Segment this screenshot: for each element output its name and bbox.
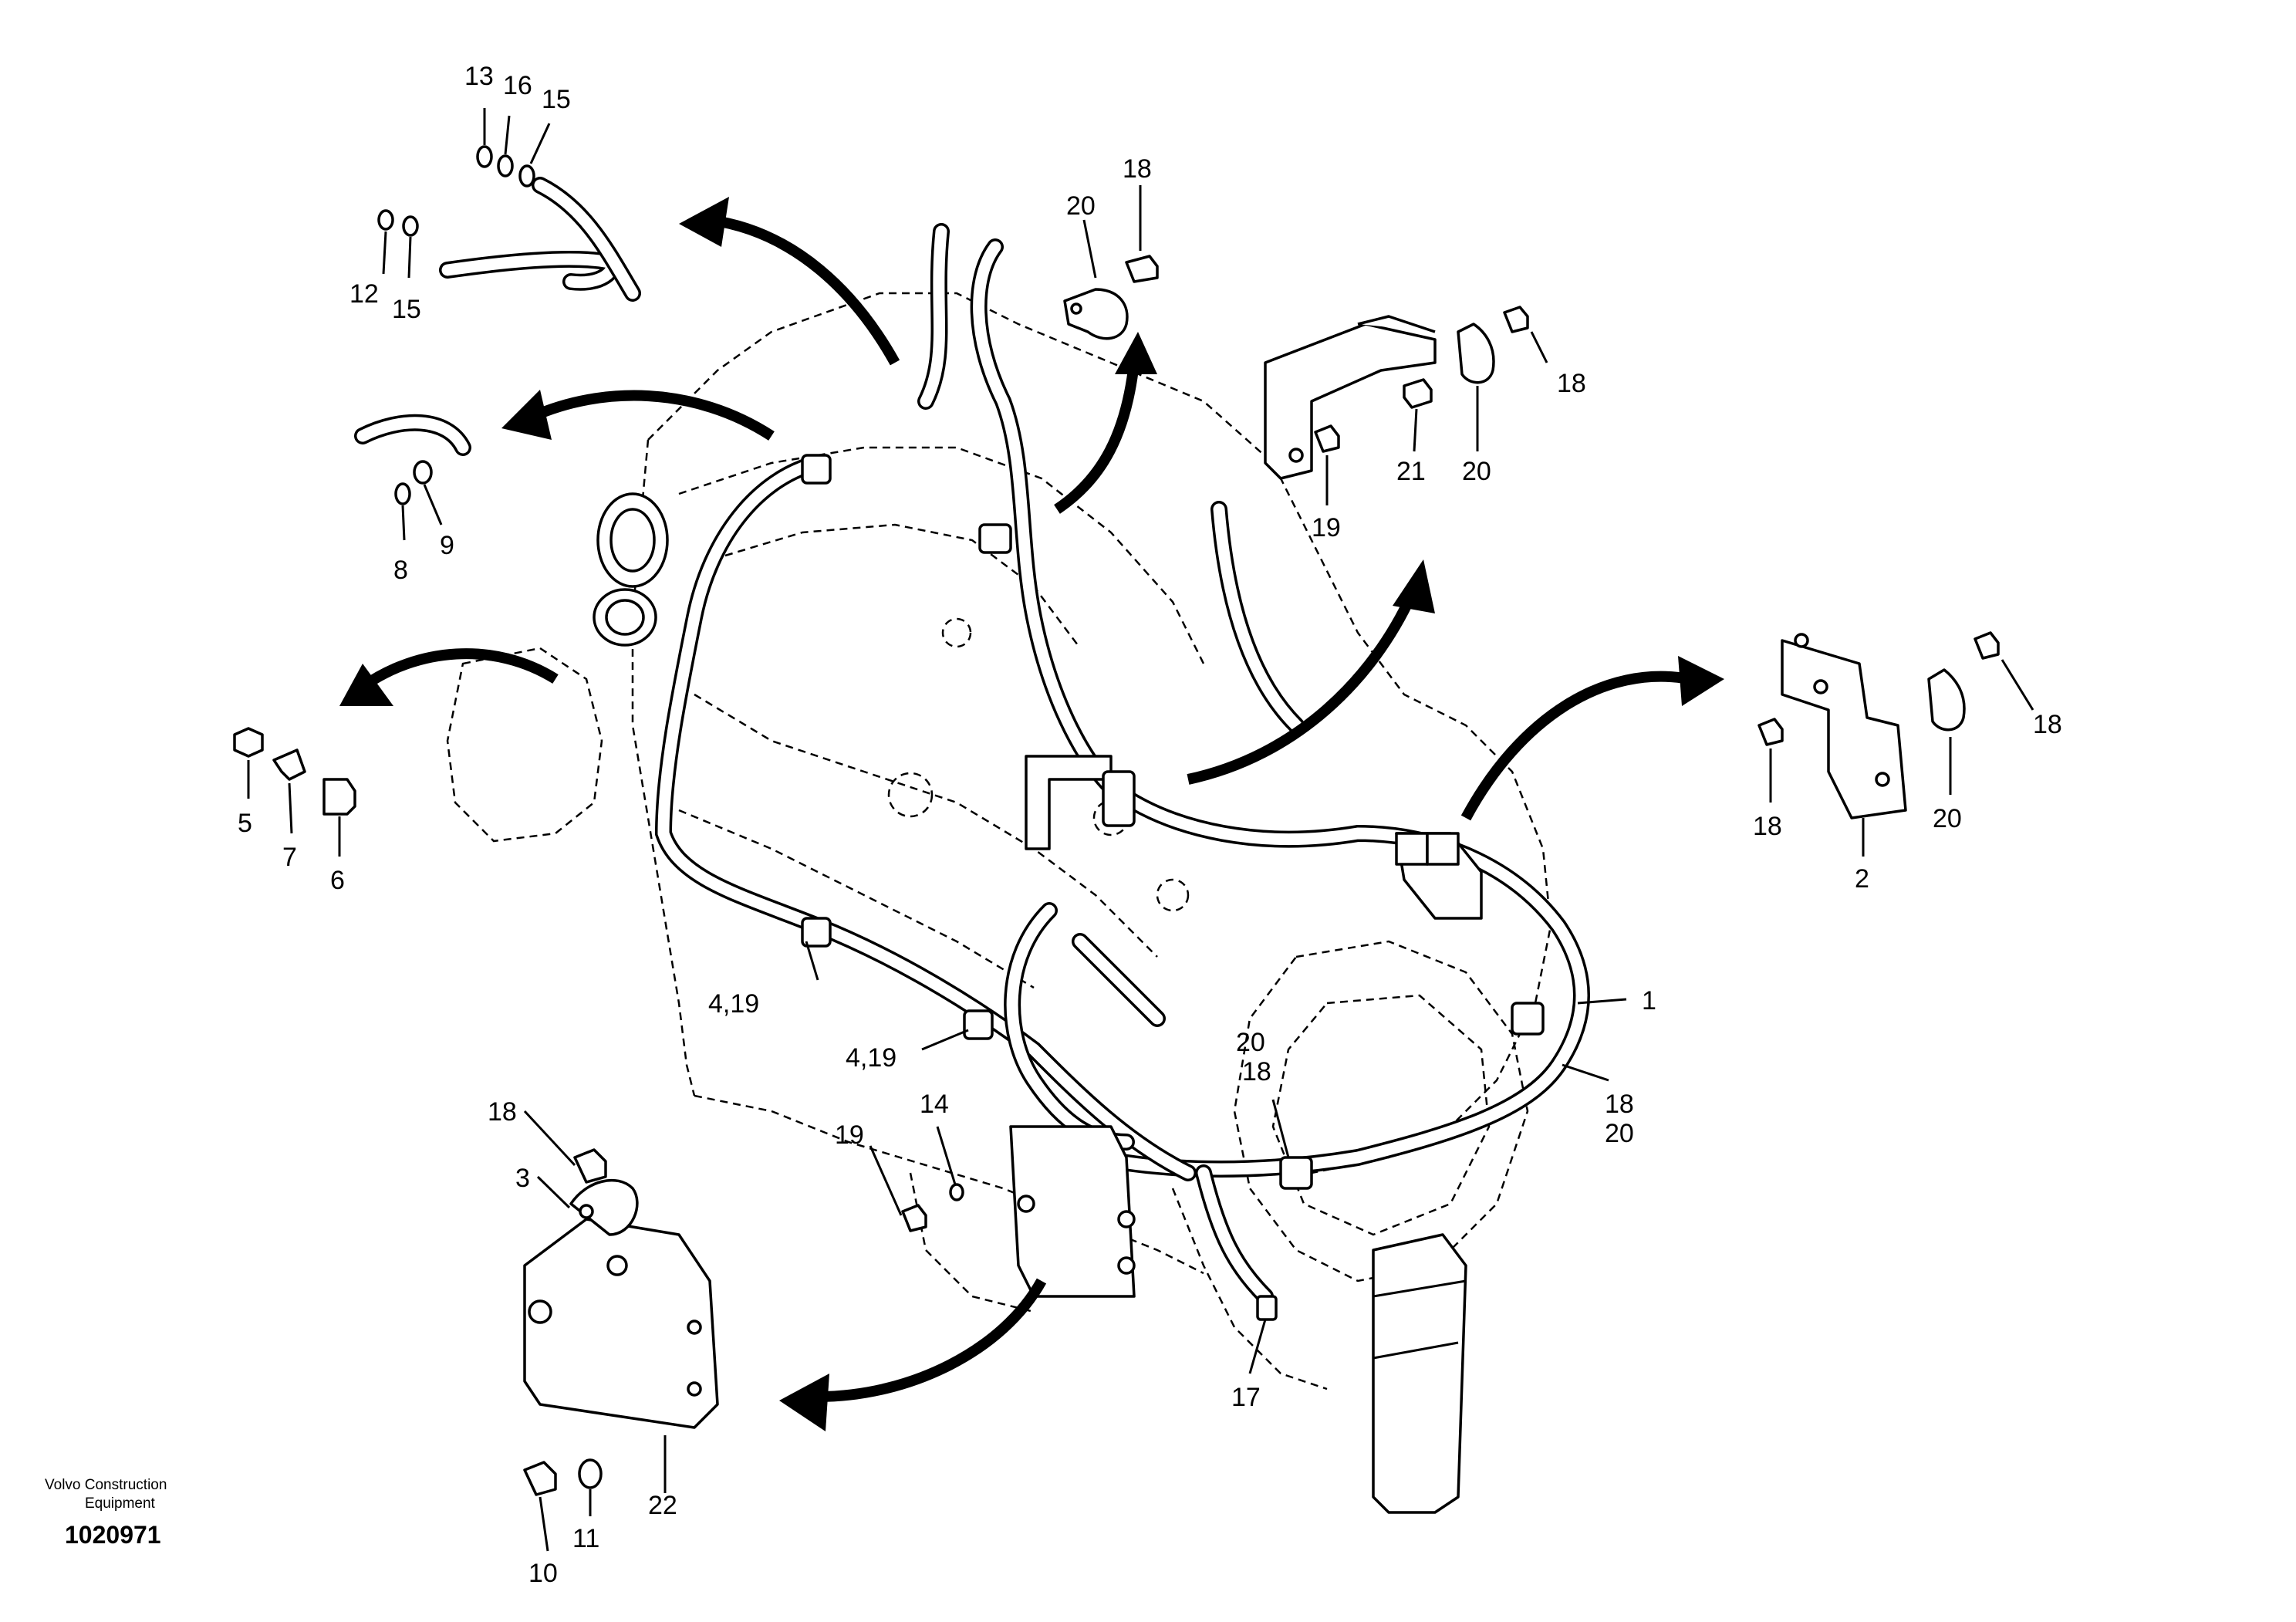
bolt-19b (901, 1204, 927, 1232)
seal-ring-13 (476, 145, 493, 168)
callout-22: 22 (648, 1491, 677, 1520)
callout-19a: 19 (1312, 513, 1341, 542)
ring-14 (949, 1183, 964, 1201)
nut-21 (1403, 378, 1433, 409)
callout-17: 17 (1231, 1383, 1261, 1412)
callout-18a: 18 (1123, 154, 1152, 184)
footer-block: Volvo Construction Equipment 1020971 (45, 1477, 167, 1549)
arrow-head-center-right (1393, 559, 1435, 613)
bolt-6 (322, 778, 356, 816)
callout-2: 2 (1855, 864, 1869, 894)
bolt-18d (1974, 631, 2000, 660)
callout-18f: 18 (1242, 1057, 1271, 1086)
callout-20d: 20 (1605, 1119, 1634, 1148)
callout-labels: 13 16 15 12 15 8 9 5 7 6 20 18 21 20 18 … (238, 62, 2062, 1588)
bracket-2 (1781, 639, 1907, 819)
callout-14: 14 (920, 1090, 949, 1119)
loose-parts-center (901, 1183, 1278, 1321)
callout-19b: 19 (835, 1120, 864, 1150)
callout-18e: 18 (1605, 1090, 1634, 1119)
brand-line-2: Equipment (85, 1495, 156, 1512)
clamp-20b (1457, 323, 1495, 384)
leader-lines (247, 108, 2034, 1552)
callout-10: 10 (528, 1559, 558, 1588)
callout-7: 7 (282, 843, 297, 872)
main-wiring-harness (654, 223, 1590, 1305)
seal-ring-12 (377, 209, 394, 231)
bolt-19a (1314, 424, 1340, 453)
callout-3: 3 (515, 1164, 530, 1193)
seal-ring-16 (497, 154, 514, 177)
bolt-18b (1503, 306, 1529, 333)
seal-ring-9 (413, 460, 433, 485)
callout-13: 13 (464, 62, 494, 91)
arrow-head-right (1678, 656, 1724, 706)
callout-20e: 20 (1236, 1028, 1265, 1057)
clamp-20c (1927, 668, 1966, 732)
callout-6: 6 (330, 866, 345, 895)
callout-9: 9 (440, 531, 454, 560)
engine-solid-parts (593, 492, 1467, 1514)
callout-8: 8 (393, 556, 408, 585)
arrow-head-left (501, 390, 552, 440)
arrow-head-top-center (1115, 332, 1157, 374)
callout-11: 11 (572, 1524, 599, 1553)
detail-group-fasteners-left (233, 727, 356, 816)
arrow-head-lower-left (339, 664, 393, 706)
clip-7 (272, 748, 306, 781)
callout-15b: 15 (392, 295, 421, 324)
seal-ring-8 (394, 482, 411, 505)
clamp-20a (1063, 288, 1129, 340)
bolt-18g (573, 1148, 607, 1184)
nut-5 (233, 727, 264, 758)
callout-4-19a: 4,19 (708, 989, 759, 1019)
seal-ring-15b (402, 215, 419, 237)
callout-21: 21 (1396, 457, 1426, 486)
seal-ring-15a (518, 164, 535, 188)
detail-group-bracket-right (1757, 631, 2000, 819)
clip-17 (1256, 1295, 1278, 1321)
callout-1: 1 (1642, 986, 1656, 1015)
brand-line-1: Volvo Construction (45, 1477, 167, 1493)
engine-block-outline (446, 292, 1552, 1391)
callout-18d: 18 (1753, 812, 1782, 841)
harness-brackets-on-engine (801, 454, 1545, 1298)
washer-11 (578, 1458, 603, 1489)
detail-group-hose-top-left (377, 145, 641, 302)
detail-group-bracket-bottom (523, 1148, 719, 1496)
callout-20c: 20 (1933, 804, 1962, 833)
callout-20a: 20 (1066, 191, 1096, 221)
callout-12: 12 (349, 279, 379, 309)
callout-18g: 18 (488, 1097, 517, 1127)
detail-group-clamp-top (1063, 255, 1159, 340)
callout-16: 16 (503, 71, 532, 100)
arrow-head-bottom (779, 1374, 829, 1431)
callout-15a: 15 (542, 85, 571, 114)
detail-group-bracket-top-right (1264, 306, 1529, 480)
arrow-head-top-left (679, 197, 729, 247)
detail-arrows (339, 197, 1724, 1431)
callout-5: 5 (238, 809, 252, 838)
callout-4-19b: 4,19 (846, 1043, 896, 1073)
document-number: 1020971 (65, 1521, 161, 1549)
bracket-upper (1264, 323, 1437, 480)
detail-group-hose-left (354, 414, 471, 505)
clamp-3 (569, 1178, 639, 1236)
callout-20b: 20 (1462, 457, 1491, 486)
bolt-18c (1757, 718, 1784, 746)
callout-18c: 18 (2033, 710, 2062, 739)
bolt-10 (523, 1461, 557, 1496)
bolt-18a (1125, 255, 1159, 283)
callout-18b: 18 (1557, 369, 1586, 398)
